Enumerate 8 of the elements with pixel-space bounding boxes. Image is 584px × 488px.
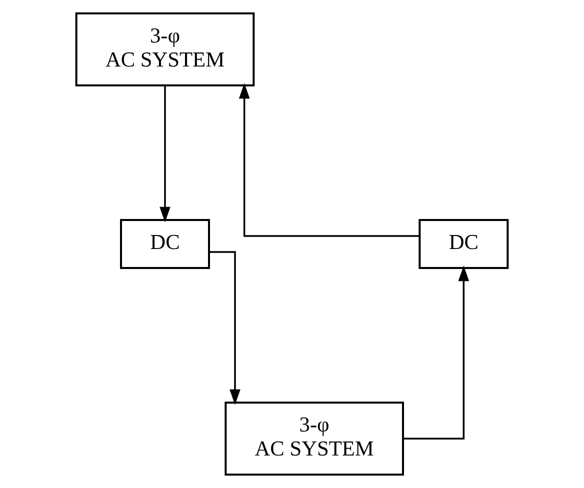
node-box: DC: [418, 219, 509, 269]
arrow: [403, 266, 470, 440]
node-box: DC: [120, 219, 210, 269]
arrow: [209, 251, 240, 405]
node-box: 3-φ AC SYSTEM: [224, 402, 404, 476]
node-box: 3-φ AC SYSTEM: [75, 12, 255, 86]
arrow: [238, 83, 420, 237]
arrow: [160, 86, 170, 222]
